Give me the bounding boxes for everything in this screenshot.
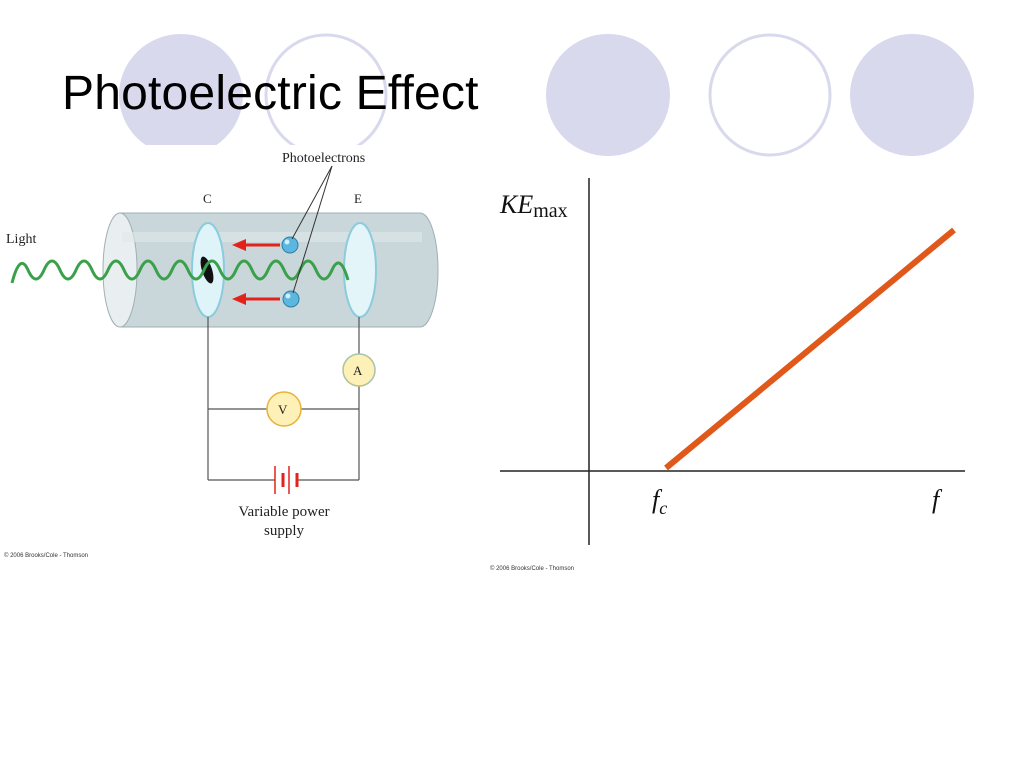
photoelectron-bottom (232, 290, 300, 308)
decor-circle-3 (546, 34, 670, 156)
battery-symbol (274, 466, 299, 494)
y-axis-label: KEmax (499, 190, 568, 222)
supply-label-line2: supply (264, 523, 305, 539)
circuit-wires (207, 317, 360, 481)
ammeter-label: A (353, 363, 363, 378)
voltmeter (266, 391, 302, 427)
photoelectrons-label: Photoelectrons (282, 151, 365, 166)
graph-copyright: © 2006 Brooks/Cole - Thomson (490, 566, 575, 572)
decor-circle-4 (708, 33, 832, 157)
ammeter (342, 353, 376, 387)
photoelectron-top (232, 236, 299, 254)
light-label: Light (6, 232, 36, 247)
voltmeter-label: V (278, 402, 288, 417)
x-axis-label: f (932, 485, 943, 514)
threshold-frequency-label: fc (652, 485, 667, 518)
decor-circle-1 (119, 34, 243, 156)
collector-label: C (203, 191, 212, 206)
decor-circle-5 (850, 34, 974, 156)
emitter-label: E (354, 191, 362, 206)
light-wave (10, 259, 350, 284)
ke-line (664, 227, 956, 471)
slide-title: Photoelectric Effect (62, 67, 479, 120)
supply-label-line1: Variable power (238, 504, 329, 520)
apparatus-copyright: © 2006 Brooks/Cole - Thomson (4, 553, 89, 559)
